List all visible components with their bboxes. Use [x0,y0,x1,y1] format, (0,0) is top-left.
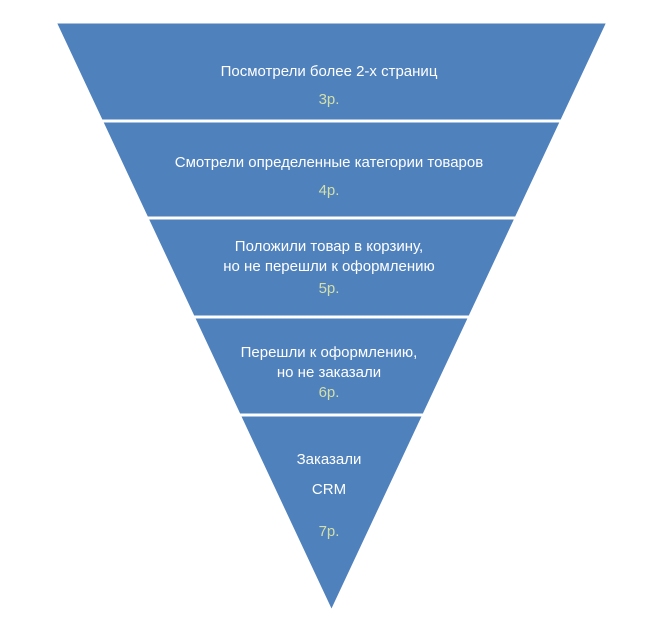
funnel-level-5-label: CRM [311,481,347,498]
funnel-level-3-label: но не перешли к оформлению [223,258,435,275]
funnel-level-5-price: 7р. [318,523,340,540]
funnel-level-5-label: Заказали [296,451,362,468]
funnel-level-5 [236,413,427,616]
funnel-level-1-price: 3р. [318,91,340,108]
funnel-level-2-text: Смотрели определенные категории товаров 4… [0,153,658,201]
funnel-level-4-label: но не заказали [276,364,382,381]
funnel-level-2-label: Смотрели определенные категории товаров [174,154,484,171]
funnel-level-1-label: Посмотрели более 2-х страниц [220,63,438,80]
funnel-level-4-text: Перешли к оформлению, но не заказали 6р. [0,343,658,403]
funnel-level-3-text: Положили товар в корзину, но не перешли к… [0,237,658,299]
funnel-level-4-label: Перешли к оформлению, [240,344,418,361]
funnel-level-3-price: 5р. [318,280,340,297]
funnel-level-3-label: Положили товар в корзину, [234,238,424,255]
funnel-level-1-text: Посмотрели более 2-х страниц 3р. [0,62,658,110]
funnel-level-4-price: 6р. [318,384,340,401]
funnel-level-2-price: 4р. [318,182,340,199]
